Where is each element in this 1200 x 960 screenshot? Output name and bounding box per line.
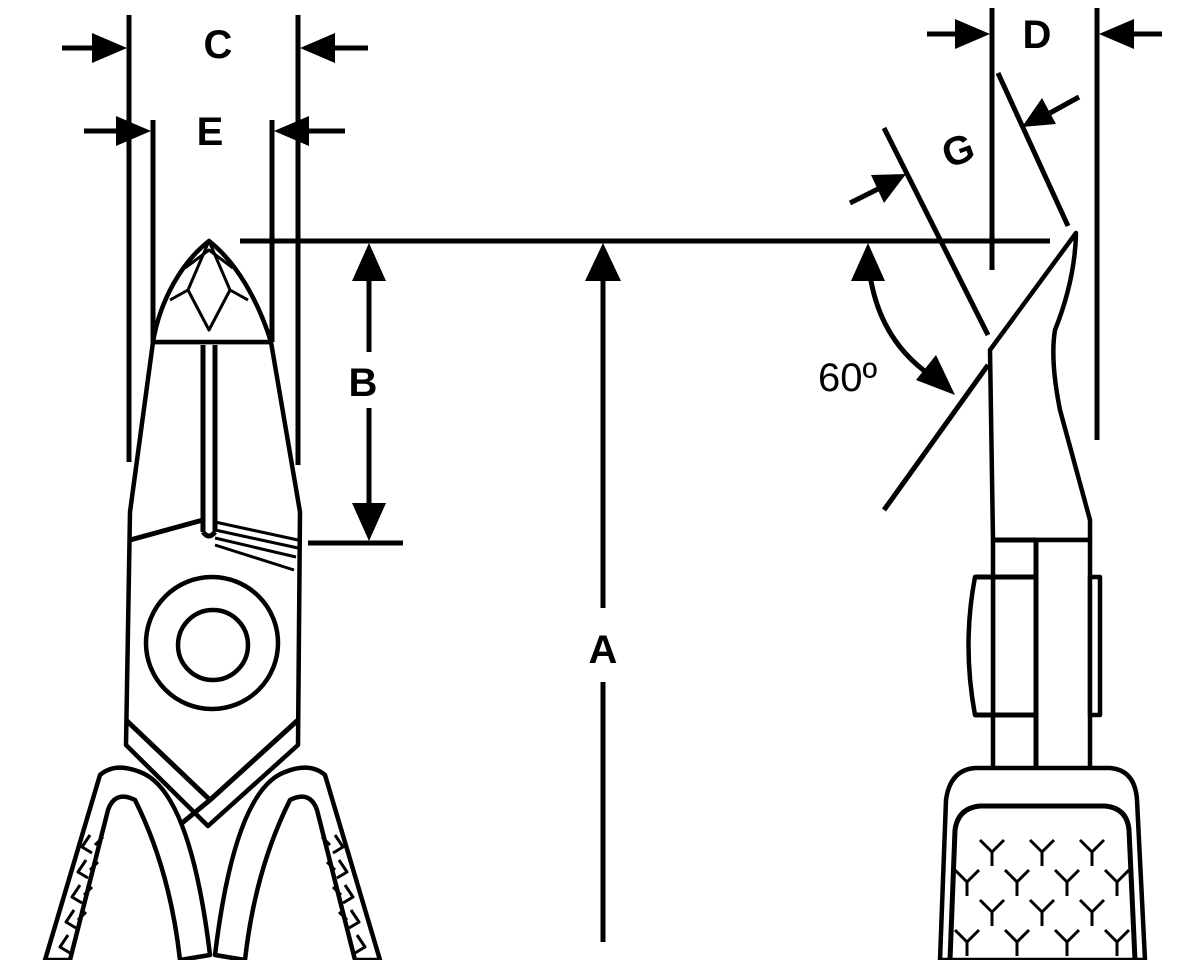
dimension-a xyxy=(585,243,621,942)
label-g: G xyxy=(936,125,980,177)
angle-indicator xyxy=(851,243,991,512)
label-e: E xyxy=(197,110,224,154)
dimension-e xyxy=(84,116,345,342)
side-handle-inner xyxy=(947,803,1138,960)
angle-line xyxy=(881,363,991,512)
side-view-shank-detail xyxy=(993,537,1039,770)
label-angle: 60º xyxy=(818,356,877,400)
dimension-g xyxy=(848,71,1081,337)
dimension-b xyxy=(352,243,386,541)
grip-texture-right xyxy=(320,834,367,955)
pivot-inner-ring xyxy=(175,607,251,683)
label-d: D xyxy=(1023,13,1052,57)
side-pivot-left xyxy=(966,574,996,718)
left-handle xyxy=(42,765,213,960)
plier-joint-line xyxy=(129,517,204,543)
angle-arc xyxy=(867,274,932,378)
label-c: C xyxy=(204,23,233,67)
front-view-plier xyxy=(42,238,383,960)
plier-blade-slot xyxy=(200,345,218,539)
plier-jaw-facet xyxy=(186,239,232,332)
plier-jaw-facet-lines xyxy=(169,248,249,302)
label-a: A xyxy=(589,628,618,672)
dimension-d xyxy=(927,8,1162,440)
right-handle xyxy=(212,765,383,960)
side-view-plier xyxy=(937,230,1148,960)
label-b: B xyxy=(349,361,378,405)
side-pivot-right xyxy=(1087,574,1103,718)
side-pivot-detail xyxy=(975,574,1036,718)
grip-texture-left xyxy=(58,834,105,955)
side-grip-texture xyxy=(953,838,1131,956)
plier-joint-bevel xyxy=(214,520,299,572)
side-view-beak xyxy=(987,230,1093,543)
